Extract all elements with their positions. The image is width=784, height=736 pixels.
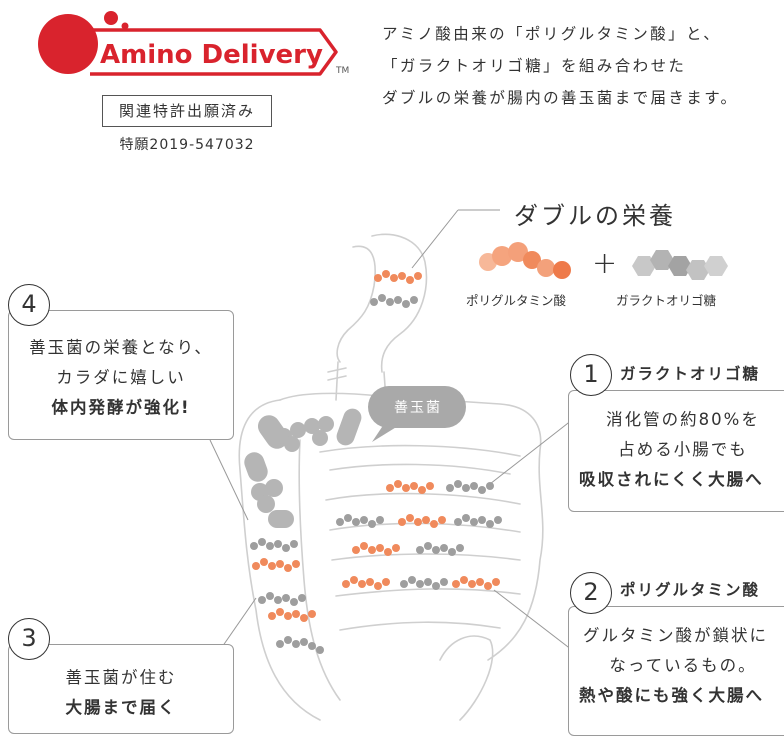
- logo-graphic: Amino Delivery: [38, 11, 338, 76]
- callout-line: グルタミン酸が鎖状に: [583, 626, 768, 645]
- polyglutamic-chain: [352, 542, 400, 556]
- logo-arrow-frame: [90, 28, 338, 76]
- callout-number-3: 3: [8, 618, 50, 660]
- polyglutamic-chain: [342, 576, 390, 590]
- bacteria-rod: [268, 510, 294, 528]
- pointer-line-callout-4: [209, 439, 249, 521]
- rectum-outline: [439, 635, 494, 721]
- polyglutamic-chain: [398, 514, 446, 528]
- good-bacteria-bubble-shape: [368, 386, 466, 442]
- callout-2-heading: ポリグルタミン酸: [620, 581, 761, 599]
- callout-number-1: 1: [570, 354, 612, 396]
- callout-1-heading: ガラクトオリゴ糖: [620, 365, 761, 383]
- polyglutamic-chain: [386, 480, 434, 494]
- galactooligo-chain: [250, 538, 298, 552]
- double-nutrition-title: ダブルの栄養: [514, 202, 676, 230]
- pointer-line-callout-3: [219, 597, 257, 651]
- nutrient-chains: [250, 270, 502, 654]
- callout-line: 消化管の約80%を: [606, 410, 760, 429]
- galactooligo-chain: [416, 542, 464, 556]
- intro-line: ダブルの栄養が腸内の善玉菌まで届きます。: [382, 89, 739, 107]
- break-mark: [327, 367, 347, 381]
- callout-highlight: 体内発酵が強化!: [51, 398, 191, 417]
- small-intestine-loop: [331, 553, 521, 561]
- logo-brand-text: Amino Delivery: [100, 40, 323, 70]
- colon-outer-right: [279, 392, 544, 661]
- intro-text: アミノ酸由来の「ポリグルタミン酸」と、 「ガラクトオリゴ糖」を組み合わせた ダブ…: [382, 18, 782, 114]
- polyglutamic-legend-icon: [479, 242, 571, 279]
- galactooligo-legend-icon: [632, 250, 728, 280]
- callout-highlight: 大腸まで届く: [65, 698, 177, 717]
- good-bacteria-bubble-label: 善玉菌: [394, 400, 442, 416]
- colon-inner-left: [298, 439, 341, 701]
- pointer-line-stomach: [411, 209, 459, 269]
- logo-small-dot: [121, 22, 129, 30]
- callout-line: 善玉菌の栄養となり、: [29, 338, 213, 357]
- bacteria-rod: [244, 452, 268, 482]
- small-intestine-loop: [339, 621, 501, 631]
- patent-number: 特願2019-547032: [119, 137, 255, 153]
- patent-status-box: 関連特許出願済み: [102, 95, 272, 127]
- callout-number-4: 4: [8, 284, 50, 326]
- amino-delivery-logo: Amino Delivery: [28, 6, 358, 84]
- callout-2: グルタミン酸が鎖状に なっているもの。 熱や酸にも強く大腸へ: [568, 606, 784, 736]
- small-intestine-loop: [335, 588, 521, 597]
- logo-large-dot: [38, 14, 98, 74]
- callout-line: 善玉菌が住む: [65, 668, 177, 687]
- polyglutamic-chain: [374, 270, 422, 284]
- callout-line: なっているもの。: [609, 656, 757, 675]
- callout-number-2: 2: [570, 572, 612, 614]
- logo-medium-dot: [104, 11, 118, 25]
- galactooligo-chain: [258, 592, 306, 606]
- polyglutamic-chain: [252, 558, 300, 572]
- polyglutamic-chain: [452, 576, 500, 590]
- bacteria-cluster: [251, 479, 283, 513]
- galactooligo-chain: [454, 514, 502, 528]
- trademark-mark: TM: [336, 66, 350, 76]
- callout-highlight: 熱や酸にも強く大腸へ: [579, 686, 764, 705]
- galactooligosaccharide-label: ガラクトオリゴ糖: [616, 293, 717, 308]
- callout-3: 善玉菌が住む 大腸まで届く: [8, 644, 234, 734]
- callout-highlight: 吸収されにくく大腸へ: [579, 470, 764, 489]
- galactooligo-chain: [370, 294, 418, 308]
- bacteria-cluster: [304, 416, 334, 446]
- callout-1: 消化管の約80%を 占める小腸でも 吸収されにくく大腸へ: [568, 390, 784, 512]
- callout-line: 占める小腸でも: [618, 440, 748, 459]
- callout-line: カラダに嬉しい: [56, 368, 186, 387]
- callout-4: 善玉菌の栄養となり、 カラダに嬉しい 体内発酵が強化!: [8, 310, 234, 440]
- galactooligo-chain: [400, 576, 448, 590]
- stomach-right-outline: [371, 233, 428, 373]
- small-intestine-loop: [325, 492, 521, 505]
- galactooligo-chain: [276, 636, 324, 654]
- galactooligo-chain: [446, 480, 494, 494]
- small-intestine-loop: [329, 463, 511, 475]
- intro-line: 「ガラクトオリゴ糖」を組み合わせた: [382, 57, 687, 75]
- bacteria-cluster: [276, 422, 306, 452]
- colon-outer-left: [238, 399, 321, 721]
- plus-sign: +: [592, 246, 618, 281]
- pointer-line-callout-1: [489, 419, 573, 485]
- pointer-line-callout-2: [493, 589, 573, 651]
- polyglutamic-acid-label: ポリグルタミン酸: [466, 293, 567, 308]
- stomach-left-outline: [336, 245, 376, 363]
- intro-line: アミノ酸由来の「ポリグルタミン酸」と、: [382, 25, 722, 43]
- polyglutamic-chain: [268, 608, 316, 622]
- small-intestine-loop: [319, 444, 521, 457]
- bacteria-rod: [336, 408, 362, 446]
- galactooligo-chain: [336, 514, 384, 528]
